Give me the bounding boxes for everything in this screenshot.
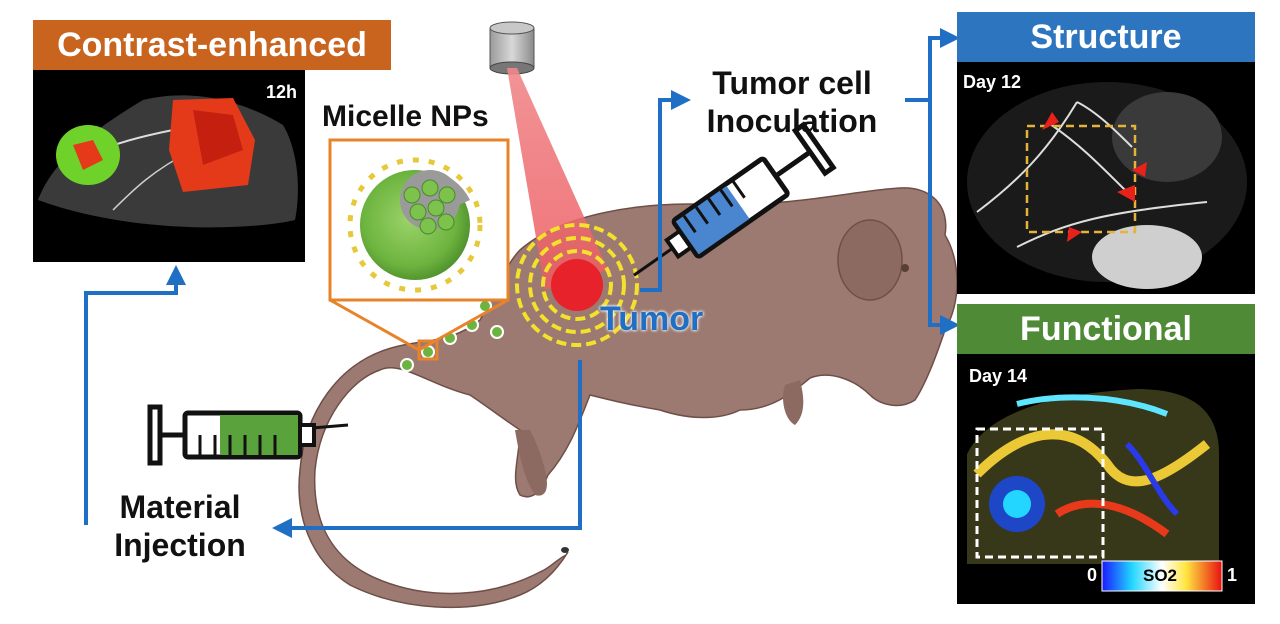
- laser-beam: [507, 68, 608, 290]
- arrow-to-structure: [928, 28, 960, 100]
- laser-camera-icon: [489, 21, 535, 75]
- injection-line1: Material: [119, 489, 241, 525]
- arrow-to-inoculation: [640, 90, 691, 292]
- tumor-label: Tumor: [600, 300, 704, 338]
- inoculation-syringe-icon: [633, 121, 837, 277]
- so2-scale-label-text: SO2: [1143, 566, 1178, 585]
- injection-syringe-icon: [147, 404, 349, 466]
- contrast-panel-title: Contrast-enhanced: [33, 20, 391, 70]
- structure-panel-title: Structure: [957, 12, 1255, 62]
- tumor-rings: [515, 223, 639, 347]
- injection-line2: Injection: [114, 527, 246, 563]
- functional-image: Day 14 0 1 SO2: [957, 354, 1255, 604]
- mouse-illustration: [298, 187, 958, 609]
- arrow-to-contrast: [84, 265, 186, 525]
- micelle-nanoparticle-icon: [347, 157, 483, 293]
- arrow-to-functional: [928, 100, 960, 335]
- inoculation-label: Tumor cell Inoculation: [692, 64, 892, 140]
- contrast-image: 12h: [33, 70, 305, 262]
- micelle-title: Micelle NPs: [322, 100, 489, 133]
- structure-image: Day 12: [957, 62, 1255, 294]
- contrast-time-label: 12h: [265, 82, 297, 102]
- inoculation-line1: Tumor cell: [712, 65, 872, 101]
- flow-arrows: [84, 28, 960, 538]
- arrow-to-injection: [272, 360, 582, 538]
- structure-day-label: Day 12: [963, 72, 1022, 92]
- injection-label: Material Injection: [105, 488, 255, 564]
- functional-panel-title: Functional: [957, 304, 1255, 354]
- so2-scale-label: SO2: [1143, 566, 1177, 586]
- so2-scale-max: 1: [1227, 565, 1238, 585]
- so2-scale-min: 0: [1087, 565, 1098, 585]
- functional-day-label: Day 14: [969, 366, 1028, 386]
- inoculation-line2: Inoculation: [706, 103, 878, 139]
